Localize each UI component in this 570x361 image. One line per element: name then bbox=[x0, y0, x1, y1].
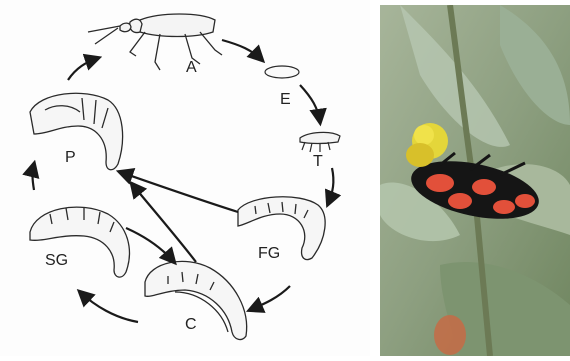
life-cycle-svg: A E T FG C SG bbox=[0, 0, 370, 356]
stage-label-adult: A bbox=[186, 59, 197, 76]
stage-label-egg: E bbox=[280, 91, 291, 108]
arrow-triungulin-to-first-grub bbox=[328, 168, 333, 204]
beetle-photo bbox=[380, 5, 570, 356]
stage-label-pupa: P bbox=[65, 149, 76, 166]
blister-beetle-photo bbox=[380, 5, 570, 356]
stage-label-coarctate: C bbox=[185, 316, 197, 333]
arrow-coarctate-to-second-grub bbox=[80, 292, 138, 322]
adult-beetle-icon bbox=[88, 14, 222, 70]
stage-label-first-grub: FG bbox=[258, 245, 280, 262]
arrow-pupa-to-adult bbox=[68, 58, 98, 80]
egg-icon bbox=[265, 66, 299, 78]
life-cycle-diagram: A E T FG C SG bbox=[0, 0, 370, 356]
pupa-icon bbox=[30, 93, 123, 170]
first-grub-icon bbox=[238, 197, 325, 260]
stage-label-triungulin: T bbox=[313, 153, 323, 170]
arrow-egg-to-triungulin bbox=[300, 85, 320, 122]
arrow-first-grub-to-coarctate bbox=[250, 286, 290, 310]
arrow-second-grub-to-pupa bbox=[33, 164, 35, 190]
arrow-second-grub-to-coarctate bbox=[126, 228, 174, 262]
stage-label-second-grub: SG bbox=[45, 252, 68, 269]
arrow-adult-to-egg bbox=[222, 40, 262, 60]
triungulin-icon bbox=[300, 132, 340, 152]
